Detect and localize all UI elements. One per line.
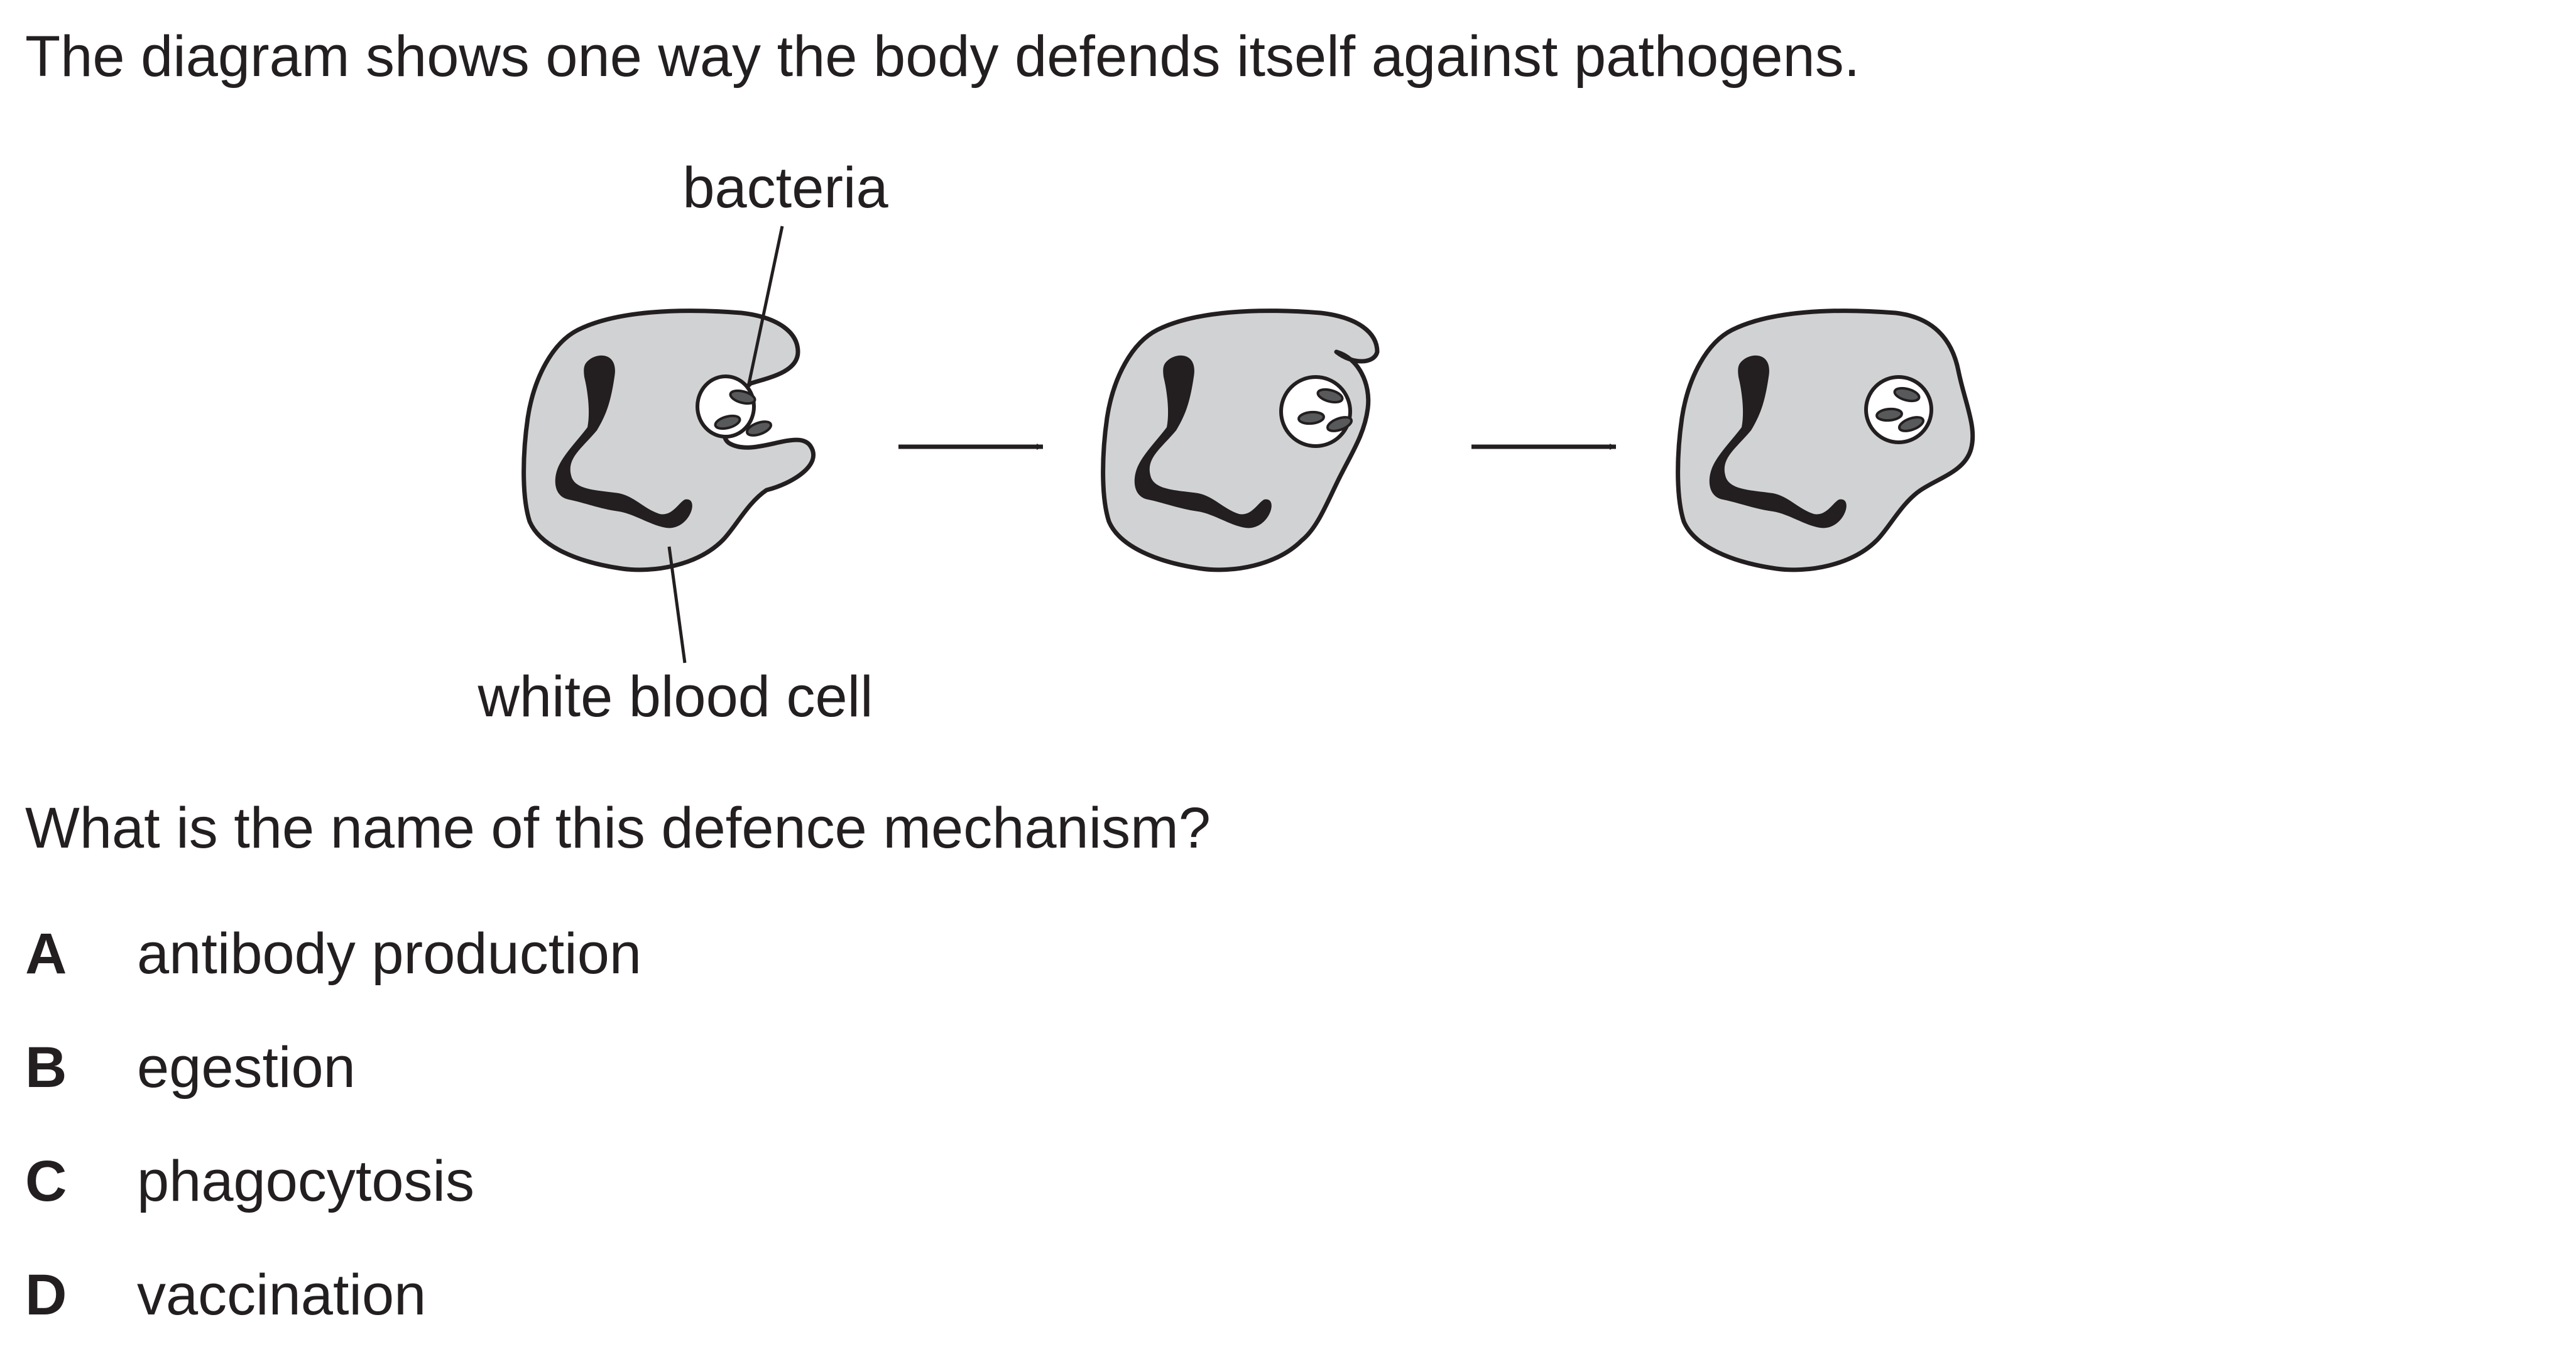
option-b[interactable]: B egestion (25, 1030, 641, 1105)
cell-2-nucleus (1134, 355, 1272, 528)
question-intro: The diagram shows one way the body defen… (25, 25, 1860, 89)
option-letter: C (25, 1149, 67, 1213)
bacterium (729, 389, 756, 405)
bacterium (1893, 386, 1921, 403)
option-d[interactable]: D vaccination (25, 1257, 641, 1333)
bacterium (1316, 388, 1344, 404)
label-bacteria: bacteria (682, 156, 888, 220)
cell-3-membrane (1676, 309, 1975, 572)
option-text: antibody production (137, 921, 642, 986)
bacterium (1875, 407, 1903, 422)
cell-1-nucleus (555, 355, 692, 528)
option-letter: B (25, 1035, 67, 1100)
bacterium (745, 420, 773, 437)
stage-1-white-blood-cell (521, 309, 816, 572)
bacterium (1326, 416, 1353, 432)
bacterium (1297, 410, 1325, 425)
cell-1-membrane (521, 309, 816, 572)
bacterium (1897, 416, 1925, 432)
stage-3-white-blood-cell (1676, 309, 1975, 572)
bacterium (714, 414, 741, 430)
white-blood-cell-leader-line (667, 546, 687, 664)
option-text: egestion (137, 1035, 356, 1100)
label-white-blood-cell: white blood cell (477, 665, 873, 729)
stage-2-white-blood-cell (1101, 309, 1380, 572)
option-a[interactable]: A antibody production (25, 916, 641, 991)
option-text: phagocytosis (137, 1149, 474, 1213)
bacteria-leader-line (746, 226, 784, 390)
option-letter: A (25, 921, 67, 986)
answer-options: A antibody production B egestion C phago… (25, 916, 641, 1371)
option-c[interactable]: C phagocytosis (25, 1144, 641, 1219)
option-text: vaccination (137, 1262, 427, 1327)
cell-3-nucleus (1709, 355, 1847, 528)
question-prompt: What is the name of this defence mechani… (25, 796, 1211, 860)
option-letter: D (25, 1262, 67, 1327)
phagocytosis-diagram: bacteria white blood cell (477, 156, 1975, 729)
